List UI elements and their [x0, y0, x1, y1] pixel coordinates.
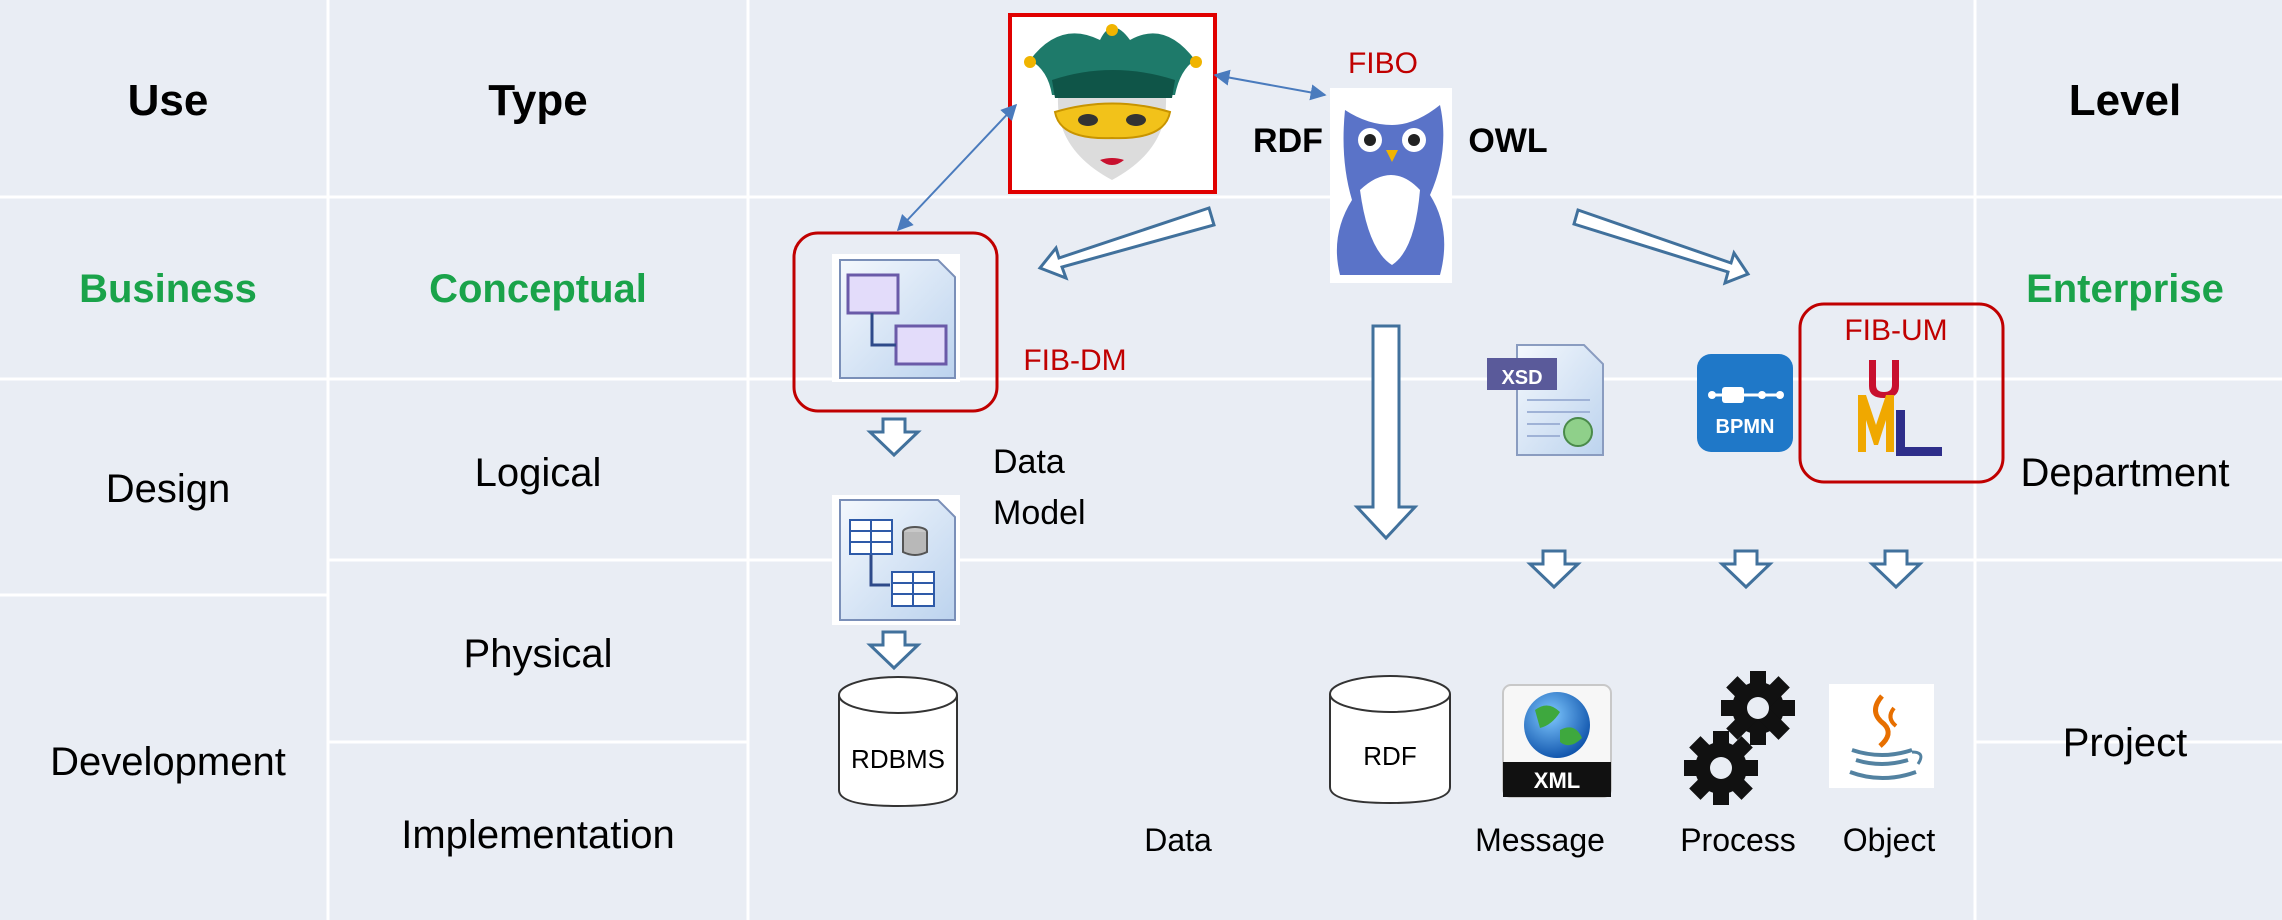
header-type: Type [488, 76, 587, 125]
data-model-label-line2: Model [993, 494, 1086, 532]
owl-to-fibum-arrow [1572, 208, 1751, 286]
header-use: Use [128, 76, 209, 125]
fib-um-box [1798, 302, 2005, 484]
use-business: Business [79, 267, 257, 311]
physical-model-icon [832, 495, 960, 625]
uml-icon [1858, 360, 1942, 456]
rdbms-cylinder-icon [838, 676, 958, 808]
down-arrow-fibdm [866, 417, 922, 458]
rdf-db-label: RDF [1363, 741, 1416, 771]
fib-dm-box [792, 231, 999, 413]
small-down-arrows [866, 417, 1924, 671]
type-logical: Logical [475, 451, 602, 495]
gears-icon [1684, 671, 1795, 805]
type-implementation: Implementation [401, 813, 674, 857]
conceptual-model-icon [832, 254, 960, 382]
type-physical: Physical [464, 632, 613, 676]
down-arrow-bpmn [1718, 549, 1774, 590]
type-conceptual: Conceptual [429, 267, 647, 311]
xsd-label: XSD [1501, 367, 1542, 389]
bpmn-icon [1697, 354, 1793, 452]
process-label: Process [1680, 822, 1796, 858]
xml-globe-icon [1502, 684, 1612, 798]
object-label: Object [1843, 822, 1936, 858]
java-cup-icon [1829, 684, 1934, 788]
jester-to-fibdm-arrow [896, 103, 1018, 232]
xml-label: XML [1534, 768, 1580, 793]
owl-icon [1330, 88, 1452, 283]
jester-to-owl-arrow [1213, 69, 1327, 101]
bpmn-label: BPMN [1716, 416, 1775, 438]
fibo-label: FIBO [1348, 47, 1418, 80]
fib-dm-label: FIB-DM [1023, 344, 1126, 377]
owl-label: OWL [1468, 122, 1547, 160]
down-arrow-datamodel [866, 630, 922, 671]
rdbms-label: RDBMS [851, 744, 945, 774]
down-arrow-uml [1868, 549, 1924, 590]
down-arrow-xsd [1526, 549, 1582, 590]
level-enterprise: Enterprise [2026, 267, 2224, 311]
level-project: Project [2063, 721, 2188, 765]
owl-to-fibdm-arrow [1037, 206, 1216, 281]
fib-um-label: FIB-UM [1844, 314, 1947, 347]
message-label: Message [1475, 822, 1605, 858]
rdf-cylinder-icon [1329, 675, 1451, 805]
owl-to-rdf-arrow [1353, 324, 1419, 541]
data-label: Data [1144, 822, 1212, 858]
level-department: Department [2021, 451, 2230, 495]
header-level: Level [2069, 76, 2182, 125]
use-development: Development [50, 740, 286, 784]
use-design: Design [106, 467, 231, 511]
jester-mask-icon [1008, 13, 1217, 194]
rdf-label: RDF [1253, 122, 1323, 160]
data-model-label-line1: Data [993, 443, 1065, 481]
xsd-document-icon [1487, 344, 1604, 456]
